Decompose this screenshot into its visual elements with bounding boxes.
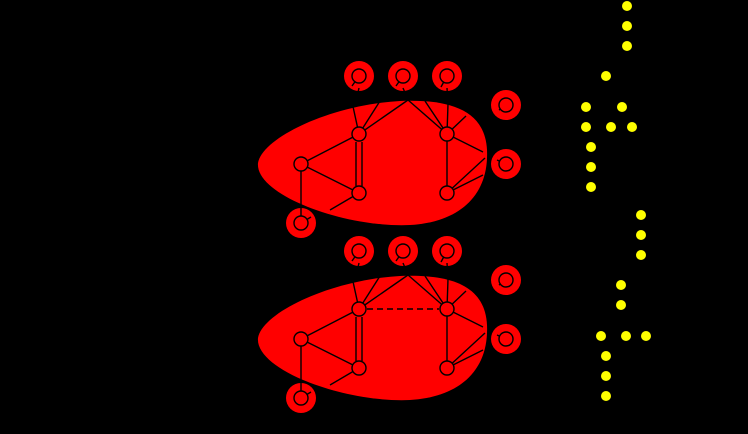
graph-node [351, 185, 367, 201]
graph-node [351, 301, 367, 317]
graph-node [395, 243, 411, 259]
yellow-dot [622, 1, 632, 11]
graph-edge [402, 262, 409, 276]
graph-node [439, 185, 455, 201]
graph-node [498, 331, 514, 347]
yellow-dot [601, 391, 611, 401]
graph-edge [446, 157, 486, 194]
graph-edge [355, 262, 360, 277]
graph-edge [446, 87, 449, 105]
yellow-dot [616, 300, 626, 310]
yellow-dot [641, 331, 651, 341]
yellow-dot [596, 331, 606, 341]
graph-node [439, 360, 455, 376]
yellow-dot [581, 122, 591, 132]
graph-edge [358, 274, 409, 310]
graph-edge [300, 163, 360, 194]
graph-edge [355, 87, 360, 102]
yellow-dot [601, 371, 611, 381]
graph-node [351, 360, 367, 376]
yellow-dot [622, 21, 632, 31]
yellow-dot [586, 162, 596, 172]
graph-edge [446, 262, 449, 280]
graph-node [293, 215, 309, 231]
graph-edge [300, 133, 360, 165]
graph-top [257, 61, 521, 238]
graph-node [395, 68, 411, 84]
yellow-dot [636, 210, 646, 220]
yellow-dot [627, 122, 637, 132]
graph-node [439, 301, 455, 317]
yellow-dot [616, 280, 626, 290]
yellow-dot [601, 71, 611, 81]
graph-edge [300, 308, 360, 340]
graph-edge [446, 332, 486, 369]
graph-node [351, 126, 367, 142]
yellow-dot [617, 102, 627, 112]
yellow-dot [622, 41, 632, 51]
yellow-dot [636, 250, 646, 260]
graph-bottom [257, 236, 521, 413]
yellow-dot [636, 230, 646, 240]
blob-region [257, 275, 488, 401]
graph-node [293, 390, 309, 406]
graph-node [498, 97, 514, 113]
yellow-dot-columns [581, 1, 651, 401]
graph-node [439, 243, 455, 259]
yellow-dot [581, 102, 591, 112]
graph-edge [407, 274, 448, 310]
graph-node [351, 243, 367, 259]
yellow-dot [621, 331, 631, 341]
graph-edge [300, 338, 360, 369]
graph-node [498, 272, 514, 288]
yellow-dot [586, 142, 596, 152]
graph-edge [402, 87, 409, 101]
graph-node [293, 331, 309, 347]
yellow-dot [586, 182, 596, 192]
yellow-dot [606, 122, 616, 132]
graph-edge [358, 99, 409, 135]
graph-node [439, 68, 455, 84]
graph-node [439, 126, 455, 142]
graph-edge [407, 99, 448, 135]
graph-node [293, 156, 309, 172]
yellow-dot [601, 351, 611, 361]
graph-node [351, 68, 367, 84]
graph-node [498, 156, 514, 172]
blob-region [257, 100, 488, 226]
